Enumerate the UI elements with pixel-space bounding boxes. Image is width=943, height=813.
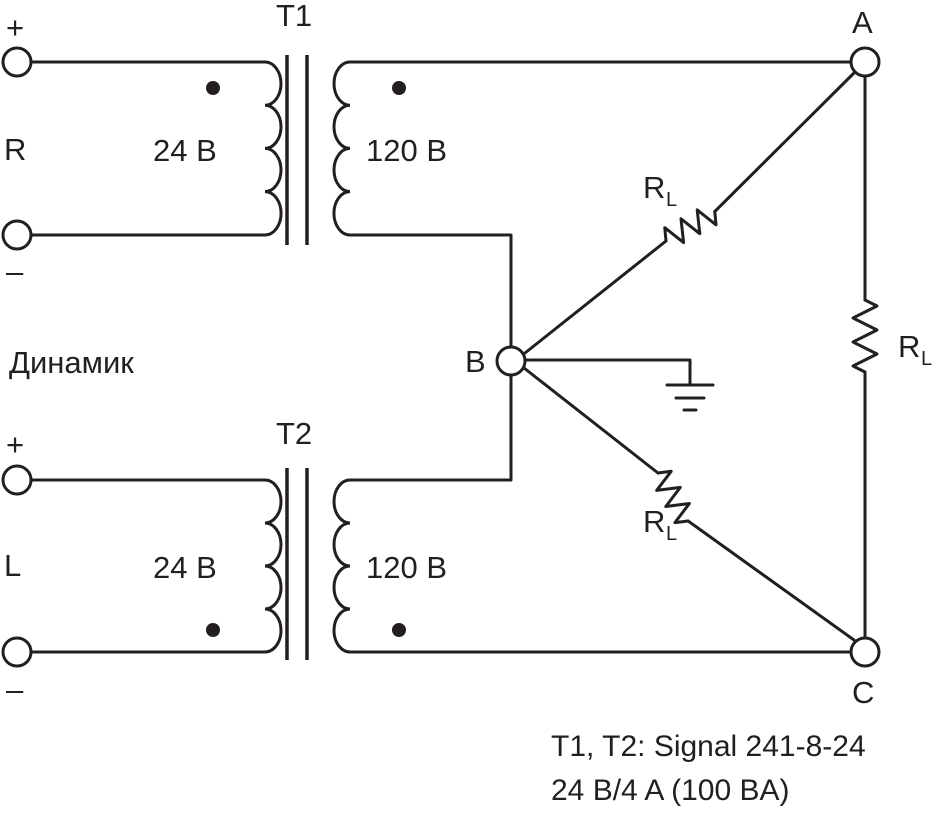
l-channel-label: L (4, 548, 21, 583)
transformer-t2 (1, 464, 406, 668)
t1-primary-polarity-dot (206, 81, 220, 95)
resistor-ab-subscript: L (666, 189, 677, 211)
t2-primary-voltage: 24 B (153, 550, 217, 585)
t1-primary-voltage: 24 B (153, 133, 217, 168)
r-minus-sign: – (6, 254, 24, 289)
l-minus-sign: – (6, 672, 24, 707)
terminal-l-minus (1, 636, 33, 668)
node-a (849, 46, 881, 78)
r-channel-label: R (4, 132, 26, 167)
node-a-label: A (852, 5, 873, 40)
node-c (849, 636, 881, 668)
transformer-note-line1: T1, T2: Signal 241-8-24 (551, 730, 866, 763)
transformer-t1 (1, 46, 406, 251)
resistor-rl-ac (851, 75, 879, 639)
terminal-r-plus (1, 46, 33, 78)
speaker-label: Динамик (9, 345, 134, 380)
resistor-ac-subscript: L (921, 348, 932, 370)
t1-secondary-winding (332, 60, 351, 237)
l-plus-sign: + (6, 427, 24, 462)
t2-secondary-polarity-dot (392, 623, 406, 637)
resistor-rl-ab (523, 71, 856, 355)
resistor-bc-subscript: L (666, 523, 677, 545)
t1-secondary-voltage: 120 B (366, 133, 447, 168)
r-plus-sign: + (6, 10, 24, 45)
node-b-label: B (465, 344, 486, 379)
t1-label: T1 (276, 0, 312, 33)
node-c-label: C (852, 675, 874, 710)
ground-symbol (524, 358, 715, 412)
t1-primary-winding (264, 60, 283, 237)
t2-primary-winding (264, 478, 283, 654)
resistor-rl-bc (522, 366, 856, 642)
resistor-ac-label: R (898, 329, 920, 364)
resistor-ab-label: R (643, 170, 665, 205)
terminal-l-plus (1, 464, 33, 496)
t1-secondary-polarity-dot (392, 81, 406, 95)
t2-secondary-winding (332, 478, 351, 654)
output-network (348, 46, 881, 668)
t2-secondary-voltage: 120 B (366, 550, 447, 585)
transformer-note-line2: 24 B/4 A (100 BA) (551, 774, 790, 807)
t2-primary-polarity-dot (206, 623, 220, 637)
terminal-r-minus (1, 219, 33, 251)
node-b (495, 345, 527, 377)
resistor-bc-label: R (643, 504, 665, 539)
t2-label: T2 (276, 416, 312, 451)
